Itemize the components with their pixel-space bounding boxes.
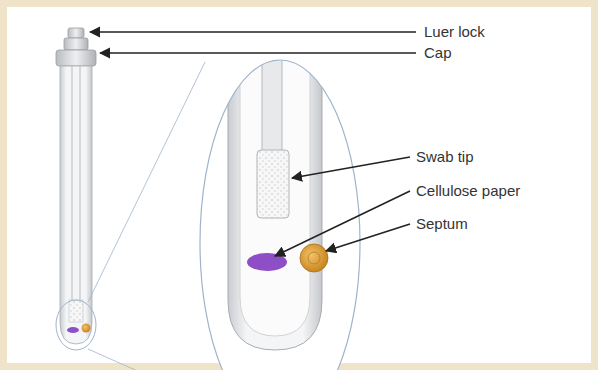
part-label: Cap xyxy=(424,44,452,62)
part-label: Cellulose paper xyxy=(416,182,520,200)
part-label: Swab tip xyxy=(416,148,474,166)
part-label: Luer lock xyxy=(424,23,485,41)
part-label: Septum xyxy=(416,215,468,233)
